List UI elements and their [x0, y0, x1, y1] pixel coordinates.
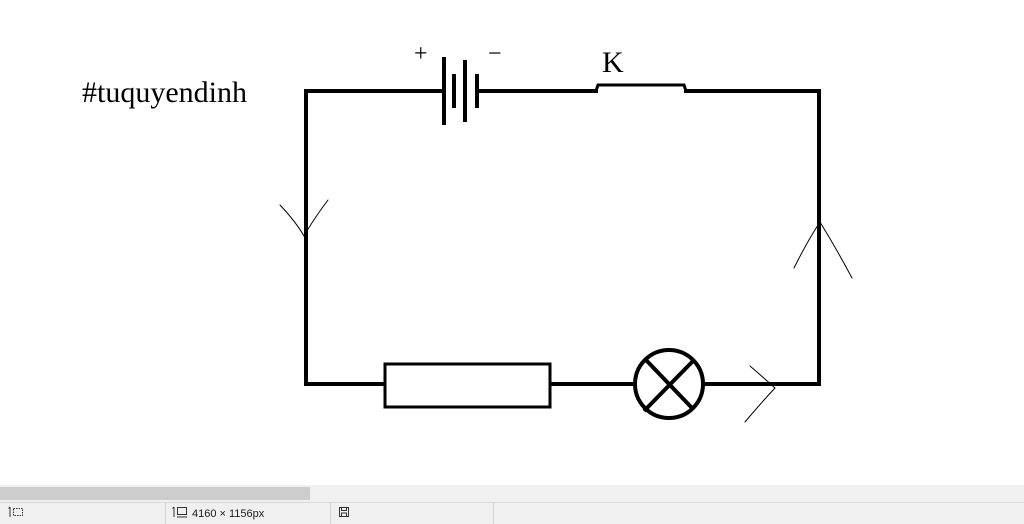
scrollbar-thumb[interactable]: [0, 487, 310, 500]
battery: [442, 57, 479, 125]
switch-contact: [594, 83, 688, 92]
save-icon: [338, 506, 350, 521]
arrow-left-down: [279, 199, 329, 238]
status-image-size: 4160 × 1156px: [166, 503, 331, 524]
status-cursor-position: [0, 503, 166, 524]
battery-minus-label: −: [488, 41, 502, 67]
arrow-bottom-right: [744, 365, 776, 423]
current-arrows: [279, 199, 853, 423]
drawing-canvas[interactable]: #tuquyendinh K: [0, 0, 1024, 485]
circuit-diagram: #tuquyendinh K: [82, 41, 853, 423]
battery-plus-label: +: [414, 41, 428, 67]
resistor: [383, 362, 552, 409]
arrow-right-up: [793, 221, 853, 279]
lamp: [633, 348, 705, 420]
circuit-wires: [304, 89, 821, 386]
status-bar: 4160 × 1156px: [0, 502, 1024, 524]
cursor-position-icon: [8, 506, 24, 521]
hashtag-label: #tuquyendinh: [82, 76, 247, 109]
switch-k: [594, 83, 688, 92]
status-save: [331, 503, 494, 524]
lamp-circle: [633, 348, 705, 420]
lamp-cross-2: [642, 359, 695, 413]
horizontal-scrollbar[interactable]: [0, 485, 1024, 502]
image-size-text: 4160 × 1156px: [192, 507, 265, 520]
switch-label: K: [602, 46, 624, 79]
selection-size-icon: [172, 506, 188, 521]
